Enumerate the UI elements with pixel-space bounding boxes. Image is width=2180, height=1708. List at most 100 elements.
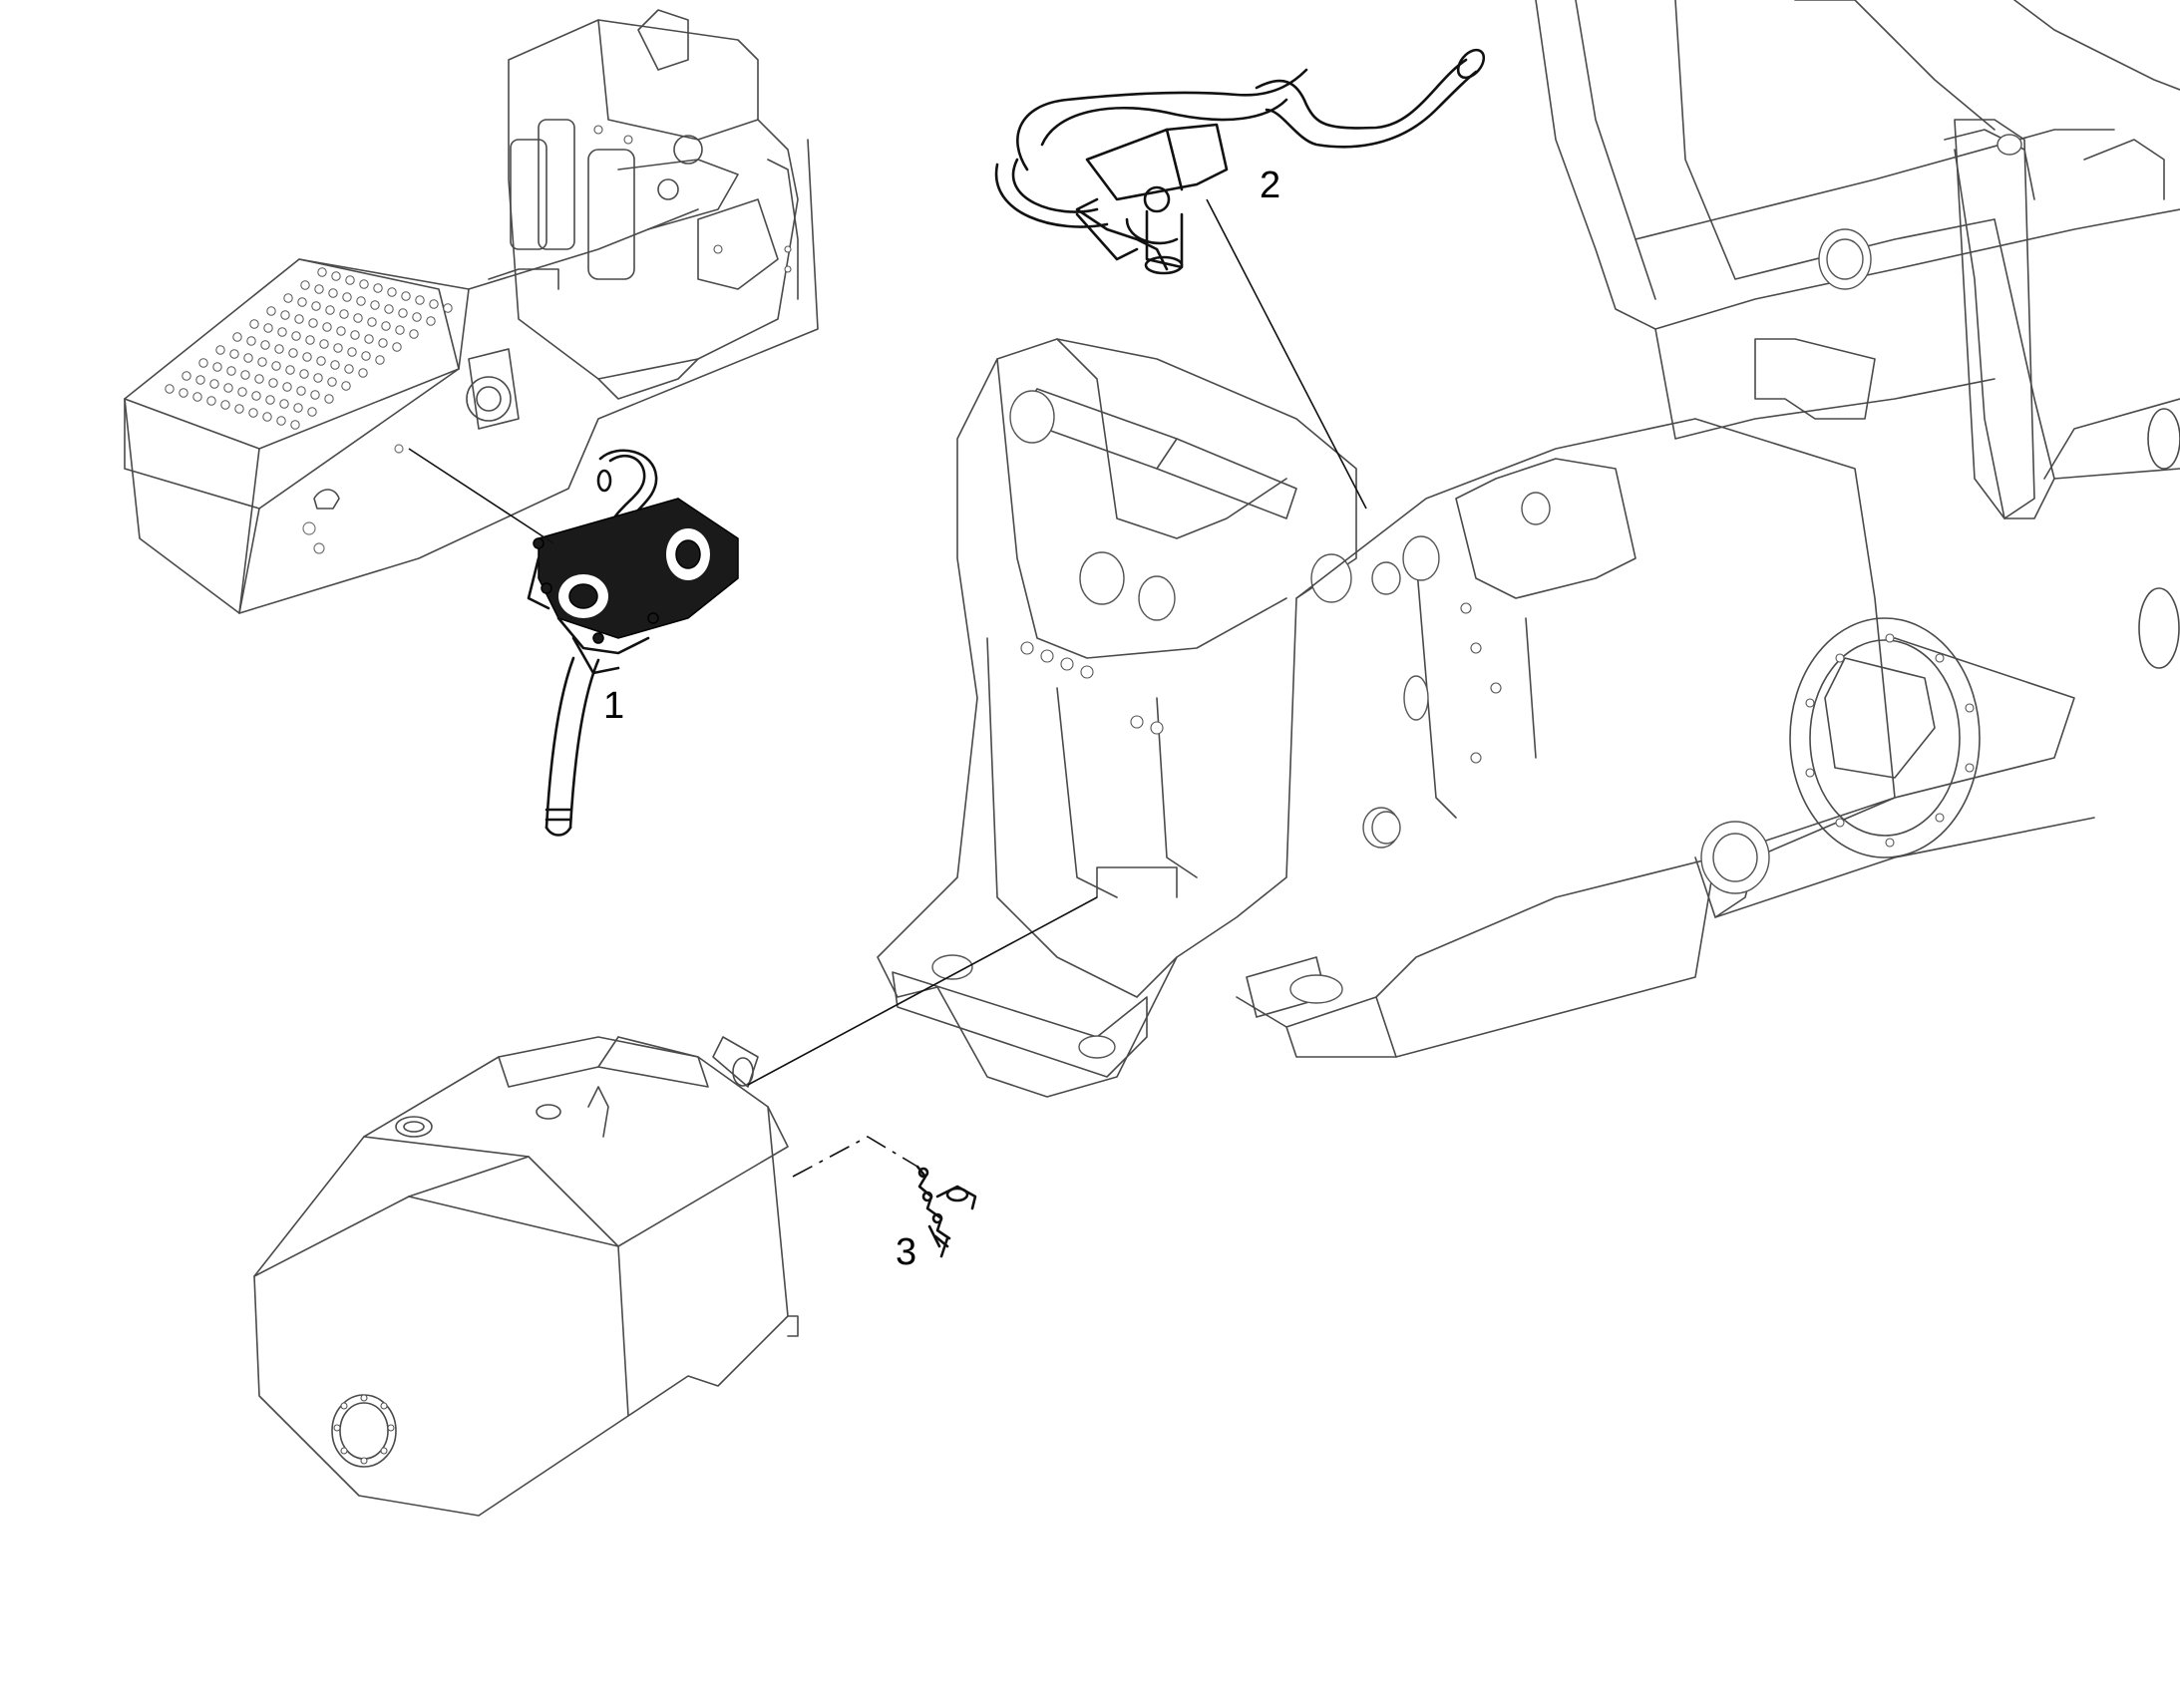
perforation-hole [254,374,264,384]
perforation-hole [276,416,286,426]
perforation-hole [370,300,380,310]
perforation-hole [266,306,276,316]
perforation-hole [290,420,300,430]
perforation-hole [311,301,321,311]
perforation-hole [333,343,343,353]
perforation-hole [280,310,290,320]
perforation-hole [353,313,363,323]
leader-lines [408,198,1367,1178]
perforation-hole [288,348,298,358]
perforation-hole [263,323,273,333]
part-3-chain-lanyard [915,1165,977,1258]
perforation-hole [277,327,287,337]
perforation-hole [209,379,219,389]
perforation-hole [367,317,377,327]
perforation-hole [294,314,304,324]
perforation-hole [328,288,338,298]
step-perforations [165,267,453,430]
perforation-hole [293,403,303,413]
callout-1-label: 1 [603,685,624,727]
perforation-hole [249,319,259,329]
perforation-hole [330,360,340,370]
perforation-hole [251,391,261,401]
perforation-hole [381,321,391,331]
perforation-hole [313,373,323,383]
perforation-hole [341,381,351,391]
perforation-hole [384,304,394,314]
perforation-hole [443,303,453,313]
fuel-tank [253,1036,799,1517]
perforation-hole [409,329,419,339]
perforation-hole [308,318,318,328]
perforation-hole [317,267,327,277]
perforation-hole [316,356,326,366]
perforation-hole [223,383,233,393]
perforation-hole [398,308,408,318]
callout-3-label: 3 [896,1231,916,1273]
perforation-hole [262,412,272,422]
perforation-hole [429,299,439,309]
perforation-hole [283,293,293,303]
perforation-hole [302,352,312,362]
perforation-hole [415,295,425,305]
perforation-hole [265,395,275,405]
perforation-hole [299,369,309,379]
chassis-frame [877,0,2180,1098]
perforation-hole [375,355,385,365]
perforation-hole [336,326,346,336]
perforation-hole [395,325,405,335]
perforation-hole [246,336,256,346]
perforation-hole [325,305,335,315]
perforation-hole [226,366,236,376]
perforation-hole [305,335,315,345]
perforation-hole [359,279,369,289]
perforation-hole [344,364,354,374]
perforation-hole [257,357,267,367]
perforation-hole [324,394,334,404]
perforation-hole [165,384,175,394]
perforation-hole [296,386,306,396]
perforation-hole [300,280,310,290]
perforation-hole [268,378,278,388]
perforation-hole [229,349,239,359]
perforation-hole [285,365,295,375]
part-1-fuel-pump [527,449,739,837]
perforation-hole [248,408,258,418]
perforation-hole [364,334,374,344]
perforation-hole [392,342,402,352]
perforation-hole [274,344,284,354]
perforation-hole [345,275,355,285]
perforation-hole [387,287,397,297]
perforation-hole [356,296,366,306]
perforation-hole [361,351,371,361]
perforation-hole [212,362,222,372]
perforation-hole [182,371,191,381]
perforation-hole [220,400,230,410]
perforation-hole [327,377,337,387]
perforation-hole [426,316,436,326]
fuel-filter-assembly [124,9,819,614]
perforation-hole [342,292,352,302]
callout-labels: 1 2 3 [603,165,1280,1273]
perforation-hole [297,297,307,307]
perforation-hole [192,392,202,402]
perforation-hole [260,340,270,350]
perforation-hole [310,390,320,400]
perforation-hole [240,370,250,380]
perforation-hole [347,347,357,357]
perforation-hole [237,387,247,397]
perforation-hole [206,396,216,406]
perforation-hole [412,312,422,322]
perforation-hole [314,284,324,294]
perforation-hole [307,407,317,417]
perforation-hole [195,375,205,385]
perforation-hole [282,382,292,392]
perforation-hole [234,404,244,414]
callout-2-label: 2 [1260,165,1280,206]
perforation-hole [358,368,368,378]
part-2-hose-assembly [994,48,1486,275]
perforation-hole [350,330,360,340]
perforation-hole [339,309,349,319]
perforation-hole [215,345,225,355]
